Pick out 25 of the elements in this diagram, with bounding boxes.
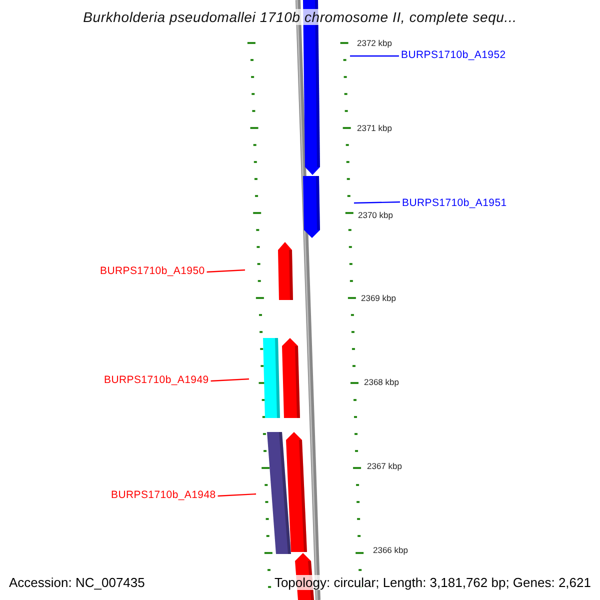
gene-bar [282, 338, 300, 418]
gene-label: BURPS1710b_A1951 [402, 197, 507, 209]
scale-label: 2368 kbp [364, 377, 399, 387]
gene-bar [303, 176, 320, 238]
scale-label: 2372 kbp [357, 38, 392, 48]
leader-line [218, 493, 256, 497]
gene-label: BURPS1710b_A1949 [104, 374, 209, 386]
leader-line [354, 201, 400, 204]
summary-text: Topology: circular; Length: 3,181,762 bp; Genes: 2,621 [274, 575, 591, 590]
scale-label: 2371 kbp [357, 123, 392, 133]
scale-label: 2367 kbp [367, 461, 402, 471]
scale-label: 2370 kbp [358, 210, 393, 220]
scale-label: 2366 kbp [373, 545, 408, 555]
gene-label: BURPS1710b_A1950 [100, 265, 205, 277]
leader-line [350, 55, 399, 57]
gene-bar [278, 242, 293, 300]
gene-bar [263, 338, 280, 418]
gene-label: BURPS1710b_A1952 [401, 49, 506, 61]
leader-line [210, 378, 250, 382]
scale-label: 2369 kbp [361, 293, 396, 303]
title: Burkholderia pseudomallei 1710b chromosome II, complete sequ... [83, 9, 517, 25]
gene-label: BURPS1710b_A1948 [111, 489, 216, 501]
gene-bar [267, 432, 291, 554]
accession-text: Accession: NC_007435 [9, 575, 145, 590]
leader-line [206, 269, 246, 273]
